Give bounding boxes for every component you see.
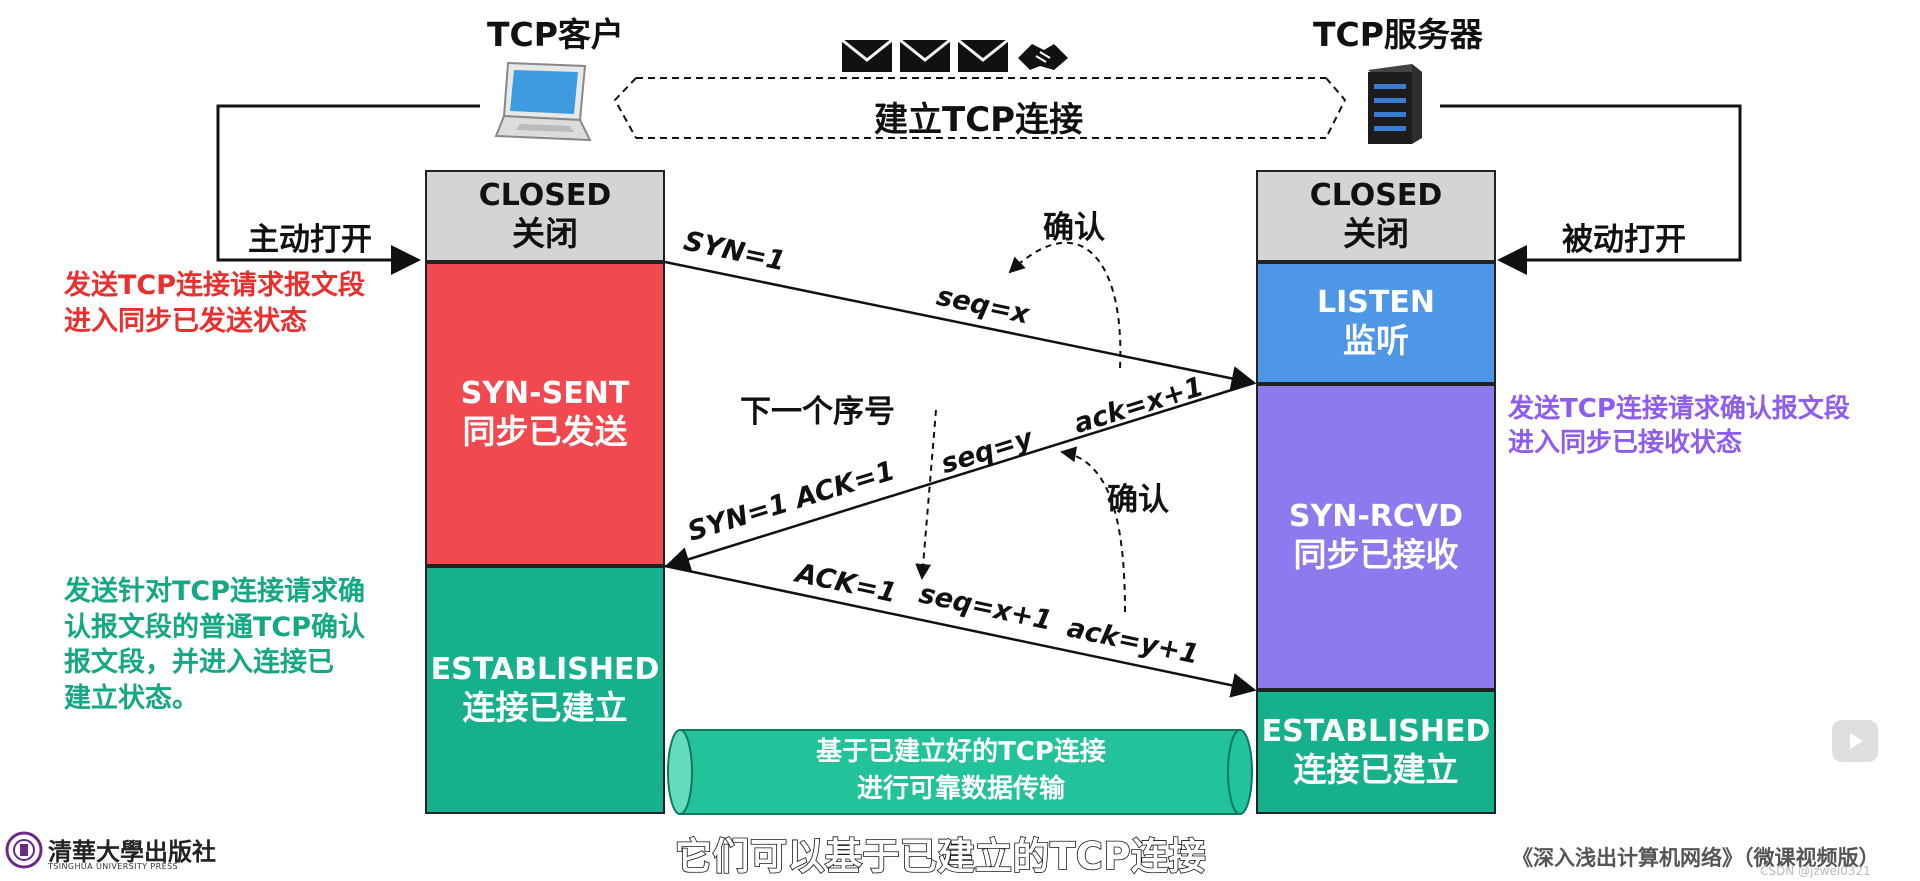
confirm-label-2: 确认 <box>1107 482 1169 518</box>
active-open-line <box>216 104 480 275</box>
play-triangle-icon <box>1850 733 1863 749</box>
server-note-send: 发送TCP连接请求确认报文段 进入同步已接收状态 <box>1508 394 1850 459</box>
client-title: TCP客户 <box>487 15 624 54</box>
confirm-curve-2 <box>1060 446 1126 613</box>
passive-open-label: 被动打开 <box>1562 222 1686 258</box>
tsinghua-seal-icon <box>5 831 43 869</box>
state-en: CLOSED <box>1309 177 1443 213</box>
state-en: CLOSED <box>478 177 612 213</box>
envelopes-handshake <box>841 38 1068 72</box>
syn-ack-arrow <box>664 381 1255 572</box>
laptop-icon <box>494 61 592 142</box>
server-icon <box>1368 64 1422 144</box>
transfer-cylinder <box>667 729 1253 815</box>
server-state-established: ESTABLISHED 连接已建立 <box>1256 690 1496 814</box>
play-icon[interactable] <box>1832 720 1878 762</box>
connect-label: 建立TCP连接 <box>874 100 1084 140</box>
client-state-closed: CLOSED 关闭 <box>425 170 665 262</box>
envelope-icon <box>841 38 893 72</box>
transfer-text: 基于已建立好的TCP连接 进行可靠数据传输 <box>816 737 1106 804</box>
envelope-icon <box>899 38 951 72</box>
state-en: ESTABLISHED <box>430 651 660 687</box>
state-zh: 监听 <box>1343 321 1409 361</box>
state-zh: 同步已发送 <box>462 412 628 452</box>
state-en: SYN-RCVD <box>1288 498 1464 534</box>
publisher-name-en: TSINGHUA UNIVERSITY PRESS <box>48 862 179 871</box>
client-state-established: ESTABLISHED 连接已建立 <box>425 566 665 814</box>
active-open-label: 主动打开 <box>248 222 372 258</box>
book-title: 《深入浅出计算机网络》（微课视频版） <box>1512 846 1880 870</box>
server-state-syn-rcvd: SYN-RCVD 同步已接收 <box>1256 384 1496 690</box>
syn-arrow <box>664 260 1257 391</box>
handshake-icon <box>1018 44 1068 70</box>
server-title: TCP服务器 <box>1313 15 1483 54</box>
state-zh: 关闭 <box>512 214 578 254</box>
state-en: ESTABLISHED <box>1261 713 1491 749</box>
confirm-label-1: 确认 <box>1043 210 1105 246</box>
passive-open-line <box>1440 104 1742 275</box>
ack-arrow <box>664 564 1257 698</box>
state-zh: 连接已建立 <box>1293 750 1459 790</box>
next-seq-label: 下一个序号 <box>740 394 895 430</box>
state-zh: 连接已建立 <box>462 688 628 728</box>
client-state-syn-sent: SYN-SENT 同步已发送 <box>425 262 665 566</box>
state-zh: 关闭 <box>1343 214 1409 254</box>
server-state-listen: LISTEN 监听 <box>1256 262 1496 384</box>
connection-bracket <box>613 77 1347 139</box>
video-subtitle: 它们可以基于已建立的TCP连接 <box>674 834 1207 879</box>
client-note-send: 发送TCP连接请求报文段 进入同步已发送状态 <box>64 270 366 337</box>
server-state-closed: CLOSED 关闭 <box>1256 170 1496 262</box>
state-zh: 同步已接收 <box>1293 535 1459 575</box>
state-en: LISTEN <box>1317 284 1435 320</box>
envelope-icon <box>957 38 1009 72</box>
next-seq-line <box>915 409 937 580</box>
publisher-name: 清華大學出版社 <box>48 837 216 866</box>
state-en: SYN-SENT <box>460 375 630 411</box>
confirm-curve-1 <box>1008 241 1122 369</box>
watermark: CSDN @jzwei0321 <box>1760 864 1871 878</box>
client-note-ack: 发送针对TCP连接请求确 认报文段的普通TCP确认 报文段，并进入连接已 建立状… <box>64 576 366 714</box>
